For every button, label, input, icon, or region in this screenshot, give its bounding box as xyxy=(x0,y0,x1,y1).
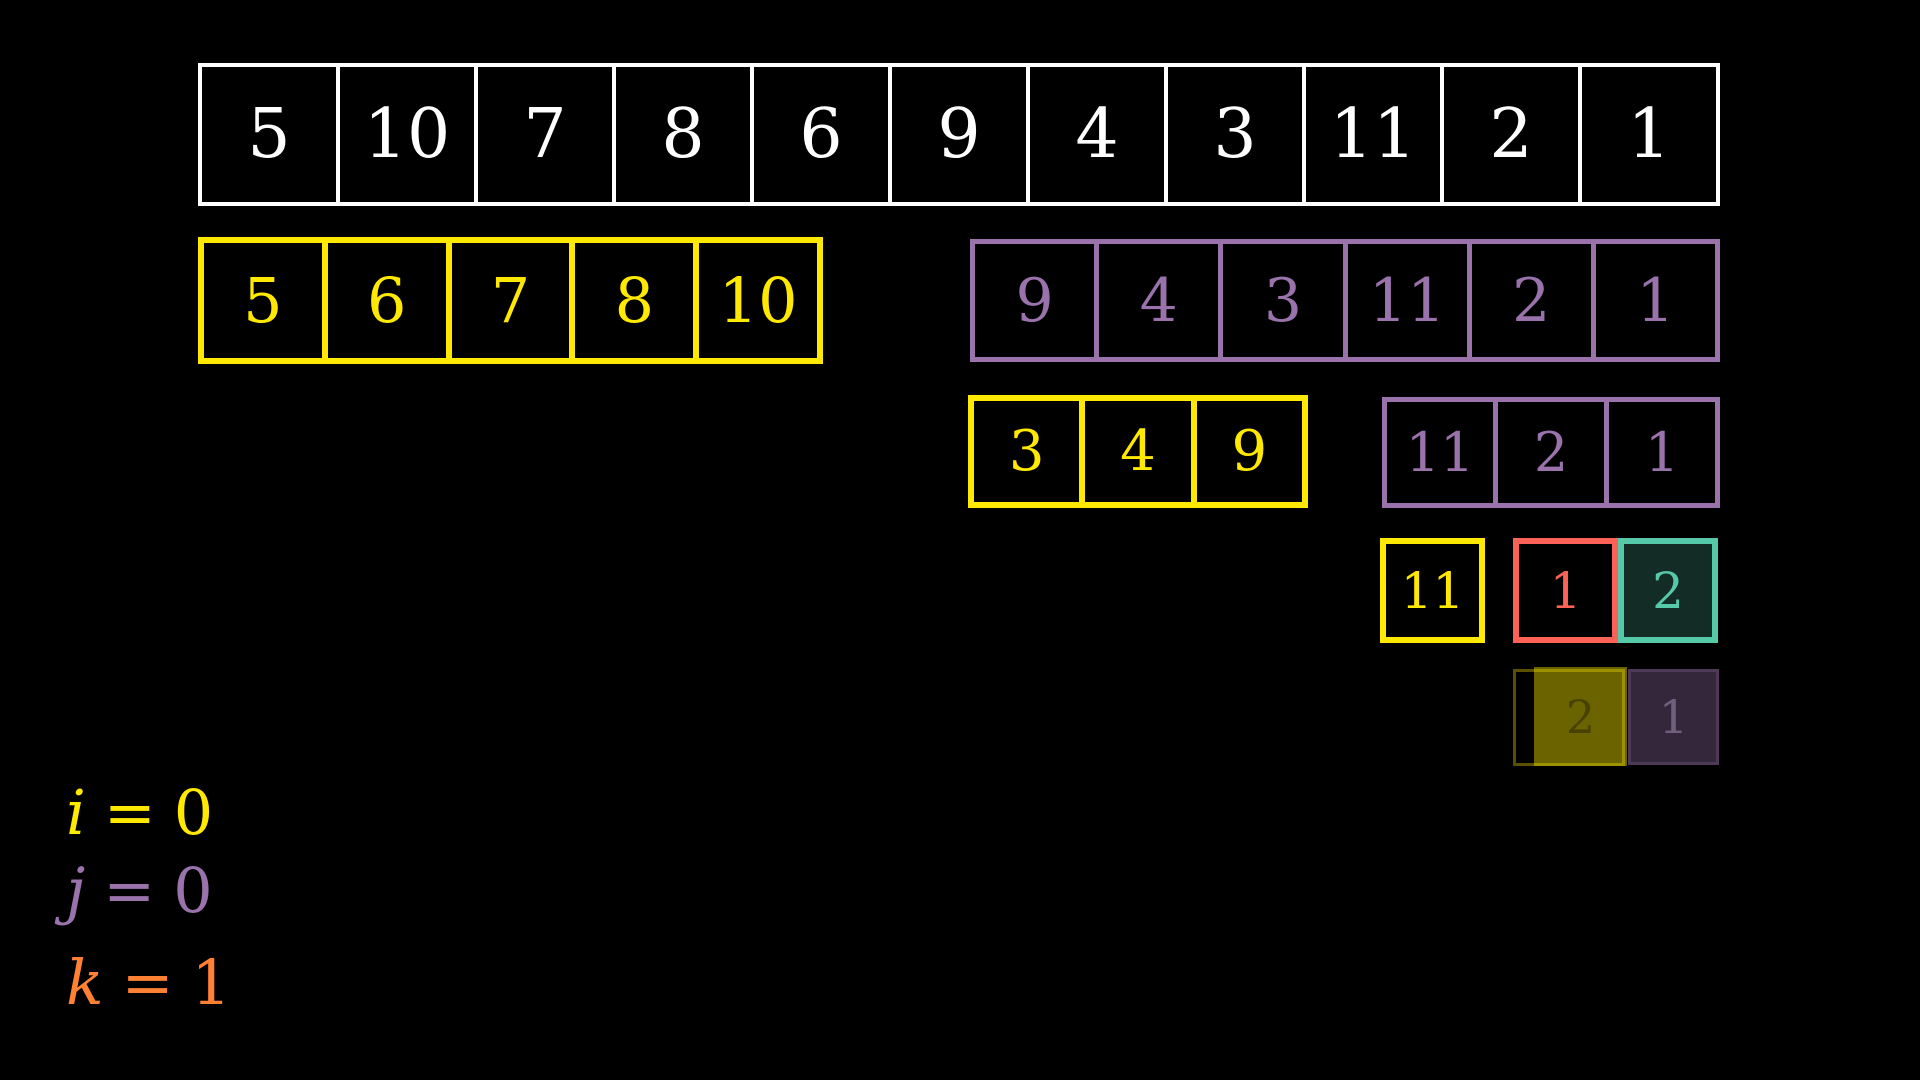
array-main-cell: 11 xyxy=(1306,63,1444,206)
array-right-half-cell: 2 xyxy=(1471,239,1596,362)
variable-i: i = 0 xyxy=(66,778,213,848)
array-right-right-half: 11 2 1 xyxy=(1382,397,1720,508)
pair-box-2-selected: 2 xyxy=(1618,538,1718,643)
array-main-cell: 5 xyxy=(198,63,340,206)
array-left-sorted-cell: 10 xyxy=(699,237,823,364)
array-left-sorted-cell: 8 xyxy=(575,237,700,364)
array-right-right-half-cell: 1 xyxy=(1609,397,1720,508)
variable-i-name: i xyxy=(66,776,86,849)
array-main: 5 10 7 8 6 9 4 3 11 2 1 xyxy=(198,63,1720,206)
array-right-right-half-cell: 2 xyxy=(1498,397,1609,508)
array-right-half: 9 4 3 11 2 1 xyxy=(970,239,1721,362)
array-right-left-sorted-cell: 4 xyxy=(1085,395,1197,508)
array-main-cell: 4 xyxy=(1030,63,1168,206)
array-right-half-cell: 4 xyxy=(1099,239,1224,362)
array-right-left-sorted: 3 4 9 xyxy=(968,395,1308,508)
array-right-half-cell: 11 xyxy=(1347,239,1472,362)
array-main-cell: 10 xyxy=(340,63,478,206)
pair-box-1: 1 xyxy=(1513,538,1618,643)
equals-sign: = xyxy=(103,854,156,927)
array-main-cell: 9 xyxy=(892,63,1030,206)
array-right-half-cell: 3 xyxy=(1223,239,1348,362)
array-main-cell: 7 xyxy=(478,63,616,206)
variable-j: j = 0 xyxy=(66,856,213,926)
array-main-cell: 3 xyxy=(1168,63,1306,206)
array-right-left-sorted-cell: 3 xyxy=(968,395,1086,508)
array-left-sorted-cell: 7 xyxy=(451,237,576,364)
variable-j-name: j xyxy=(66,854,86,927)
array-main-cell: 6 xyxy=(754,63,892,206)
array-main-cell: 1 xyxy=(1582,63,1720,206)
variable-k: k = 1 xyxy=(66,948,231,1018)
fading-box-1: 1 xyxy=(1628,669,1719,765)
variable-j-value: 0 xyxy=(173,854,213,927)
array-left-sorted-cell: 6 xyxy=(327,237,452,364)
pair-box-1-cell: 1 xyxy=(1513,538,1618,643)
array-right-left-sorted-cell: 9 xyxy=(1196,395,1308,508)
fading-outline-box xyxy=(1513,669,1625,766)
pair-box-2-cell: 2 xyxy=(1618,538,1718,643)
equals-sign: = xyxy=(103,776,156,849)
array-main-cell: 8 xyxy=(616,63,754,206)
array-right-half-cell: 1 xyxy=(1595,239,1721,362)
array-left-sorted: 5 6 7 8 10 xyxy=(198,237,823,364)
single-box-11-cell: 11 xyxy=(1380,538,1485,643)
array-main-cell: 2 xyxy=(1444,63,1582,206)
equals-sign: = xyxy=(121,946,174,1019)
fading-box-2: 2 xyxy=(1534,667,1627,766)
variable-k-value: 1 xyxy=(191,946,231,1019)
variable-k-name: k xyxy=(66,946,104,1019)
variable-i-value: 0 xyxy=(173,776,214,849)
array-right-right-half-cell: 11 xyxy=(1382,397,1498,508)
array-left-sorted-cell: 5 xyxy=(198,237,328,364)
single-box-11: 11 xyxy=(1380,538,1485,643)
array-right-half-cell: 9 xyxy=(970,239,1100,362)
